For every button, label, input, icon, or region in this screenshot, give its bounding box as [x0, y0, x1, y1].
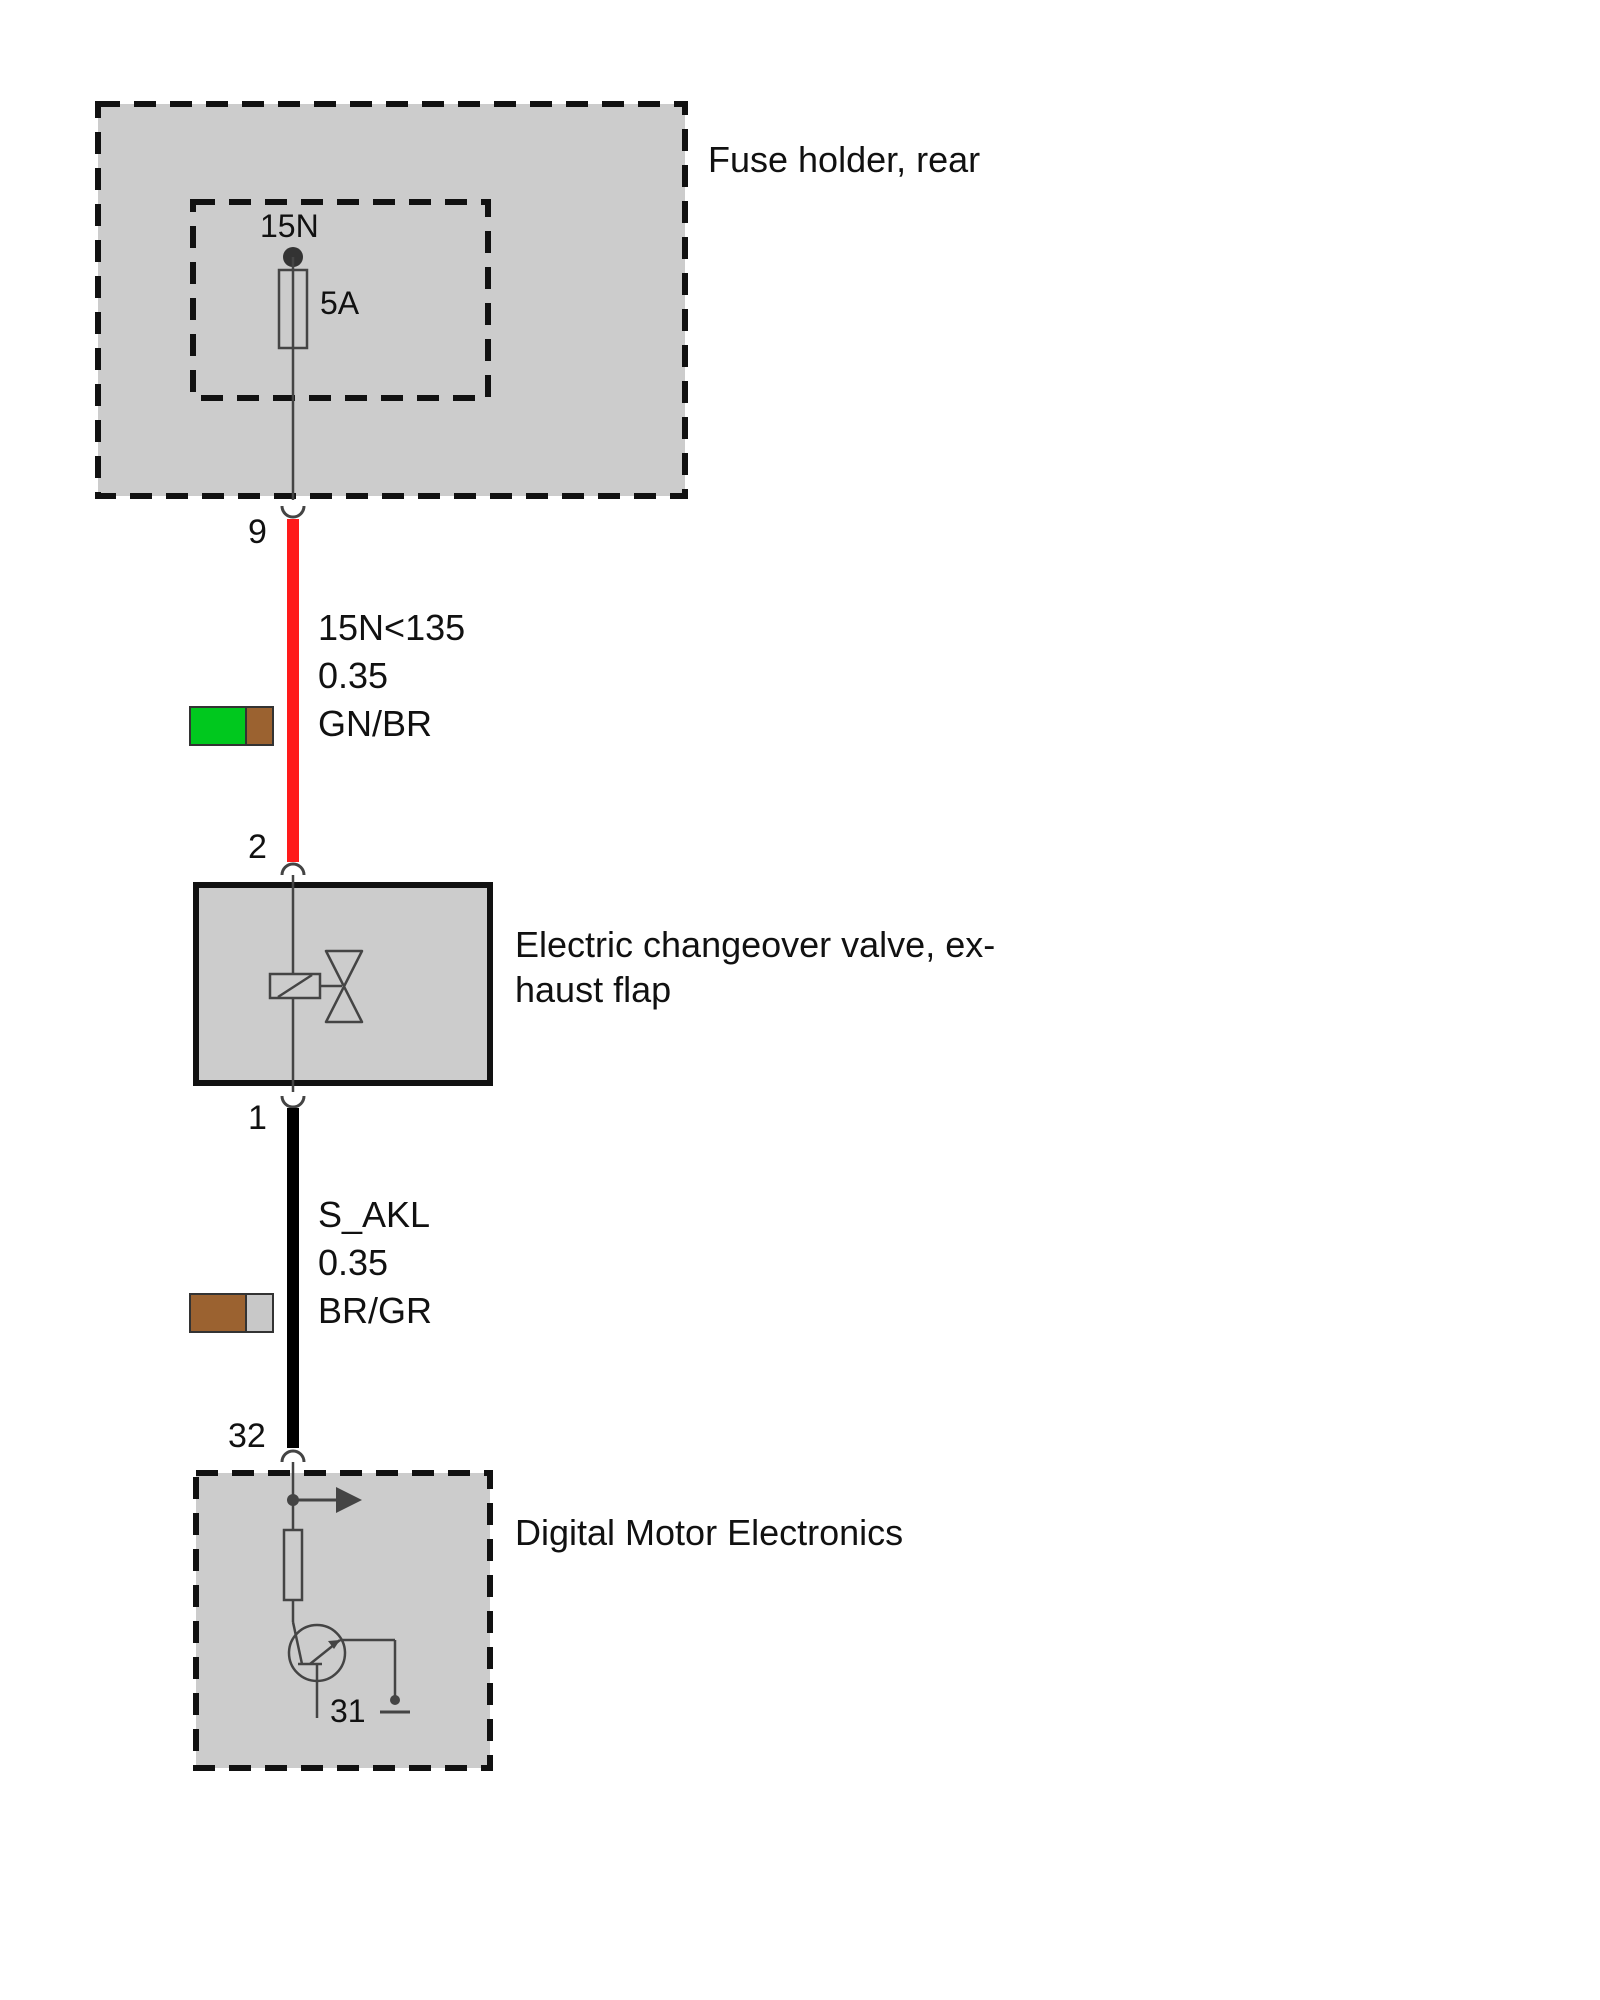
wire-s-akl-color-swatch	[189, 1293, 274, 1333]
wire-s-akl-signal: S_AKL	[318, 1194, 430, 1235]
connector-pin-1-symbol	[280, 1095, 306, 1109]
dme-label: Digital Motor Electronics	[515, 1512, 903, 1553]
transistor-base	[291, 1621, 304, 1665]
wire-s-akl-cross-section: 0.35	[318, 1242, 388, 1283]
wire-15n-color-swatch	[189, 706, 274, 746]
valve-icon	[324, 949, 364, 1024]
fuse-terminal-label: 15N	[260, 208, 319, 244]
swatch-grey	[245, 1293, 274, 1333]
wire-15n-color-code: GN/BR	[318, 703, 432, 744]
wire-s-akl: S_AKL 0.35 BR/GR	[189, 1108, 432, 1448]
resistor-icon	[282, 1528, 304, 1602]
signal-arrow-icon	[336, 1487, 362, 1513]
wire-15n-cross-section: 0.35	[318, 655, 388, 696]
pin-9-label: 9	[248, 513, 267, 551]
ground-dot	[390, 1695, 400, 1705]
fuse-inner-box	[190, 199, 491, 401]
swatch-brown-2	[189, 1293, 247, 1333]
fuse-holder-box	[95, 101, 688, 499]
connector-pin-2-symbol	[280, 862, 306, 876]
changeover-valve: 2 1	[193, 828, 493, 1137]
valve-label-line2: haust flap	[515, 969, 671, 1010]
wire-15n: 15N<135 0.35 GN/BR	[189, 519, 465, 862]
pin-2-label: 2	[248, 828, 267, 866]
connector-pin-32-symbol	[280, 1449, 306, 1463]
pin-1-label: 1	[248, 1099, 267, 1137]
fuse-rating-label: 5A	[320, 285, 360, 321]
solenoid-coil-slash	[277, 973, 313, 999]
dme-box	[193, 1470, 493, 1771]
connector-pin-9-symbol	[280, 505, 306, 519]
wire-s-akl-color-code: BR/GR	[318, 1290, 432, 1331]
dme: 32 31	[193, 1417, 493, 1771]
pin-32-label: 32	[228, 1417, 266, 1455]
valve-label-line1: Electric changeover valve, ex-	[515, 924, 995, 965]
fuse-holder-label: Fuse holder, rear	[708, 139, 980, 180]
wire-15n-signal: 15N<135	[318, 607, 465, 648]
ground-31-label: 31	[330, 1693, 366, 1729]
transistor-emitter-arrow	[328, 1640, 340, 1649]
swatch-green	[189, 706, 247, 746]
fuse-holder: 15N 5A 9	[95, 101, 688, 551]
swatch-brown	[245, 706, 274, 746]
